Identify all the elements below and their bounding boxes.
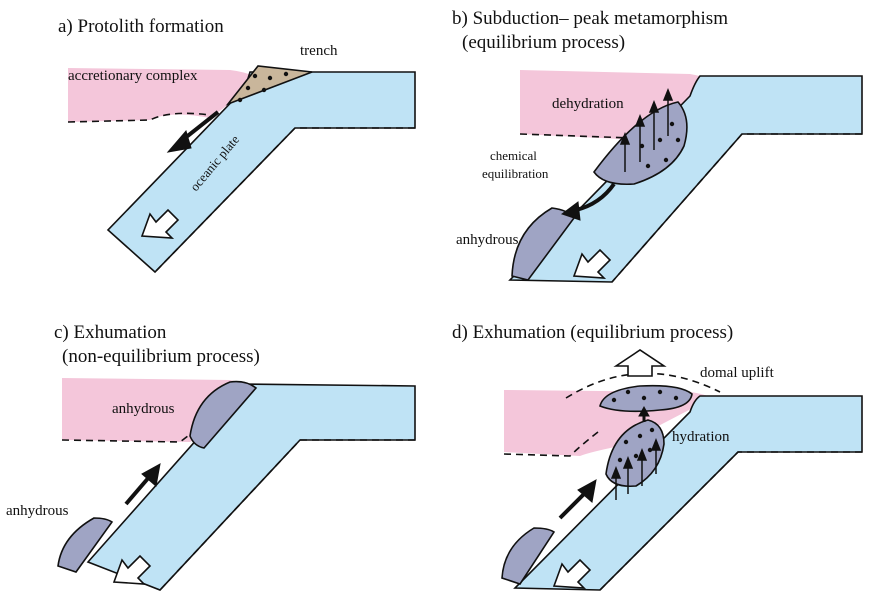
uplift-white-arrow-d: [616, 350, 664, 376]
chemical-label-line1: chemical: [490, 148, 537, 163]
accretionary-complex-label: accretionary complex: [68, 68, 198, 84]
panel-c-title-line2: (non-equilibrium process): [62, 346, 260, 367]
panel-a-title: a) Protolith formation: [58, 16, 224, 37]
domal-uplift-label: domal uplift: [700, 365, 775, 381]
panel-d-title: d) Exhumation (equilibrium process): [452, 322, 733, 343]
anhydrous-label-b: anhydrous: [456, 232, 519, 248]
panel-c-title-line1: c) Exhumation: [54, 322, 167, 343]
dehydration-label: dehydration: [552, 96, 624, 112]
panel-b-title-line2: (equilibrium process): [462, 32, 625, 53]
trench-label: trench: [300, 43, 338, 59]
hydration-label: hydration: [672, 429, 730, 445]
panel-c: c) Exhumation (non-equilibrium process) …: [6, 322, 415, 590]
panel-b: b) Subduction– peak metamorphism (equili…: [452, 8, 862, 282]
chemical-label-line2: equilibration: [482, 166, 549, 181]
panel-b-title-line1: b) Subduction– peak metamorphism: [452, 8, 728, 29]
anhydrous-label-lower-c: anhydrous: [6, 503, 69, 519]
anhydrous-label-upper-c: anhydrous: [112, 401, 175, 417]
panel-d: d) Exhumation (equilibrium process): [452, 322, 862, 590]
panel-a: a) Protolith formation accretionary comp…: [58, 16, 415, 272]
